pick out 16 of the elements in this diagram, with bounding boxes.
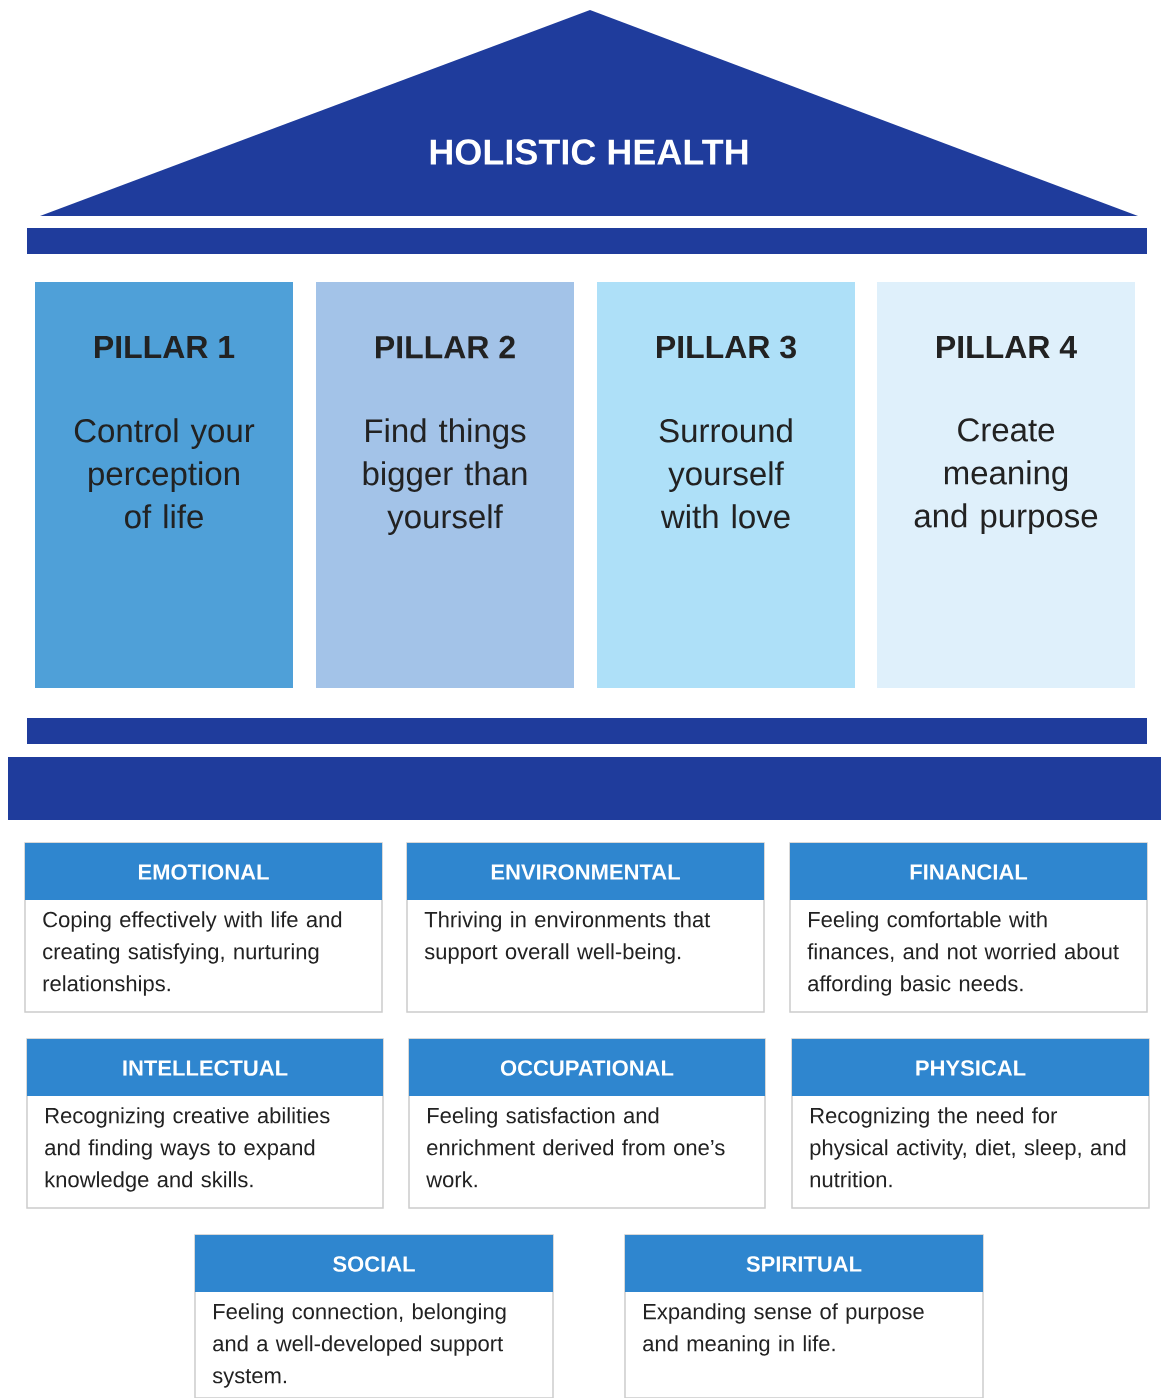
- card: EMOTIONAL Coping effectively with life and creating satisfying, nurturing relationships.: [24, 842, 383, 1013]
- card: PHYSICAL Recognizing the need for physical activity, diet, sleep, and nutrition.: [791, 1038, 1150, 1209]
- card: FINANCIAL Feeling comfortable with finances, and not worried about affording basic needs.: [789, 842, 1148, 1013]
- pillar: PILLAR 4 Create meaning and purpose: [877, 282, 1135, 688]
- card: ENVIRONMENTAL Thriving in environments that support overall well-being.: [406, 842, 765, 1013]
- beam: [27, 718, 1147, 744]
- pillar: PILLAR 2 Find things bigger than yourself: [316, 282, 574, 688]
- card: OCCUPATIONAL Feeling satisfaction and enrichment derived from one’s work.: [408, 1038, 766, 1209]
- pillar: PILLAR 1 Control your perception of life: [35, 282, 293, 688]
- card: SPIRITUAL Expanding sense of purpose and meaning in life.: [624, 1234, 984, 1398]
- pillar: PILLAR 3 Surround yourself with love: [597, 282, 855, 688]
- beam: [27, 228, 1147, 254]
- roof-triangle: HOLISTIC HEALTH: [40, 10, 1138, 216]
- card: SOCIAL Feeling connection, belonging and a well-developed support system.: [194, 1234, 554, 1398]
- base-band: [8, 757, 1161, 820]
- card: INTELLECTUAL Recognizing creative abilities and finding ways to expand knowledge and skills.: [26, 1038, 384, 1209]
